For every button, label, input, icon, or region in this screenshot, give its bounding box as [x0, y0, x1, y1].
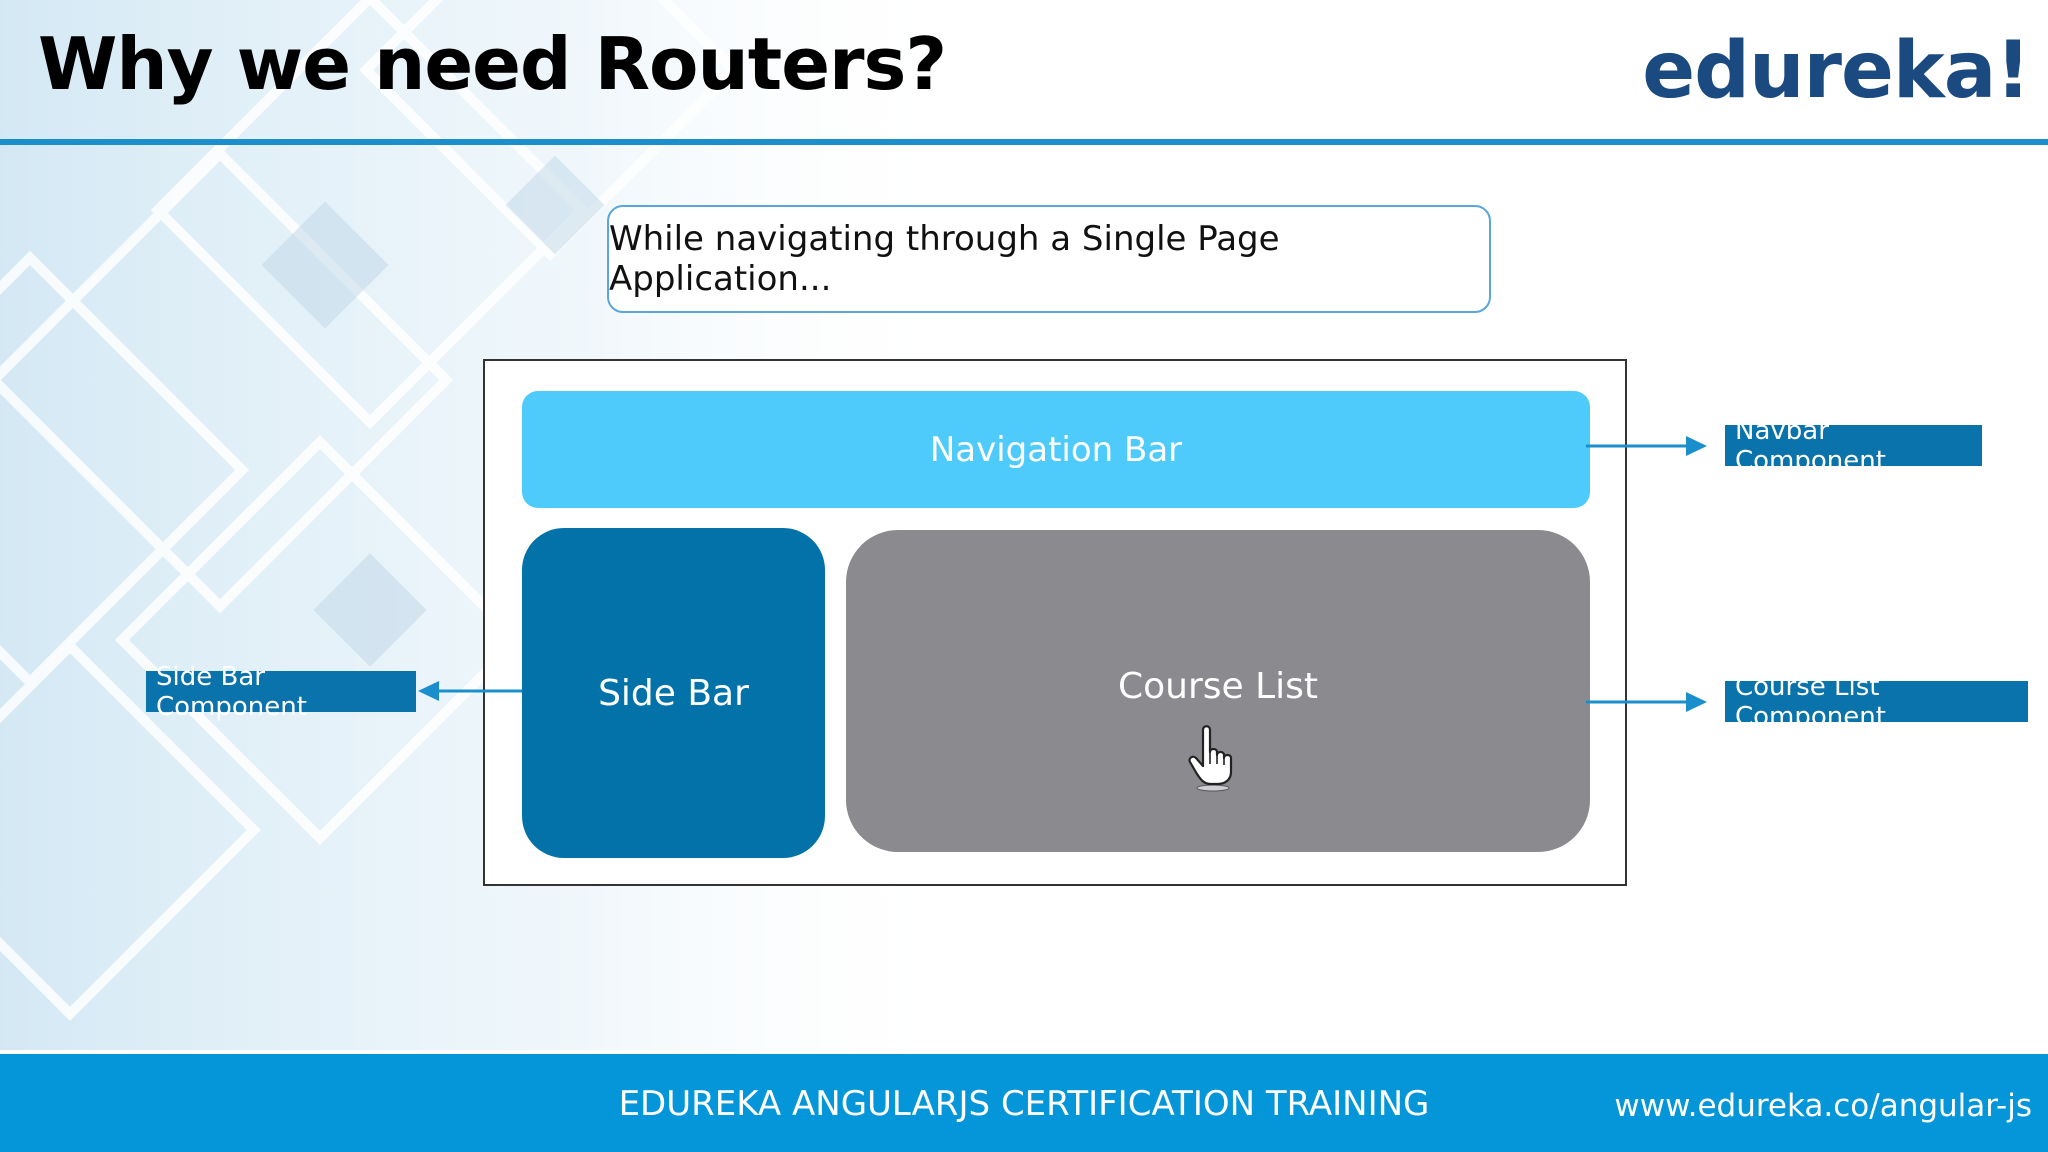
side-bar-component-label: Side Bar Component [156, 661, 307, 722]
slide-title: Why we need Routers? [38, 22, 947, 106]
header-divider [0, 139, 2048, 145]
footer-bar [0, 1054, 2048, 1152]
navbar-component-tag: Navbar Component [1725, 416, 1982, 476]
course-list-label: Course List [1117, 665, 1319, 707]
course-list-box: Course List [846, 530, 1590, 852]
side-bar-component-tag: Side Bar Component [146, 662, 416, 722]
callout-text: While navigating through a Single Page A… [609, 219, 1280, 299]
course-list-component-label: Course List Component [1735, 671, 1886, 732]
side-bar-box: Side Bar [522, 528, 825, 858]
hand-pointer-icon [1188, 725, 1233, 792]
side-bar-label: Side Bar [598, 672, 749, 714]
navbar-component-label: Navbar Component [1735, 415, 1886, 476]
navigation-bar-label: Navigation Bar [929, 429, 1183, 470]
course-list-component-tag: Course List Component [1725, 672, 2028, 732]
edureka-logo: edureka! [1642, 26, 2031, 116]
footer-course-title: EDUREKA ANGULARJS CERTIFICATION TRAINING [618, 1084, 1430, 1124]
callout-box: While navigating through a Single Page A… [607, 205, 1491, 313]
footer-url-link[interactable]: www.edureka.co/angular-js [1614, 1088, 2032, 1124]
navigation-bar-box: Navigation Bar [522, 391, 1590, 508]
